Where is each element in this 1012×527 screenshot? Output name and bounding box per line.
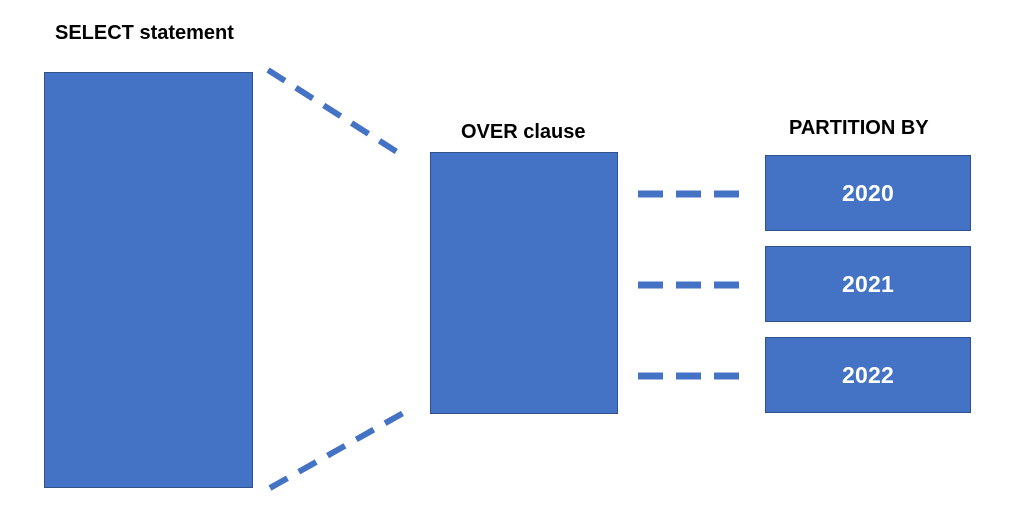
partition-box-2022: 2022 (765, 337, 971, 413)
connector-select-to-over-top (266, 67, 407, 160)
over-clause-box (430, 152, 618, 414)
select-statement-title: SELECT statement (55, 22, 234, 44)
partition-box-2021: 2021 (765, 246, 971, 322)
partition-by-title: PARTITION BY (789, 117, 929, 139)
partition-label: 2021 (842, 270, 894, 297)
partition-box-2020: 2020 (765, 155, 971, 231)
partition-label: 2020 (842, 179, 894, 206)
connector-select-to-over-bottom (268, 409, 407, 491)
over-clause-title: OVER clause (461, 121, 586, 143)
select-statement-box (44, 72, 253, 488)
partition-label: 2022 (842, 361, 894, 388)
